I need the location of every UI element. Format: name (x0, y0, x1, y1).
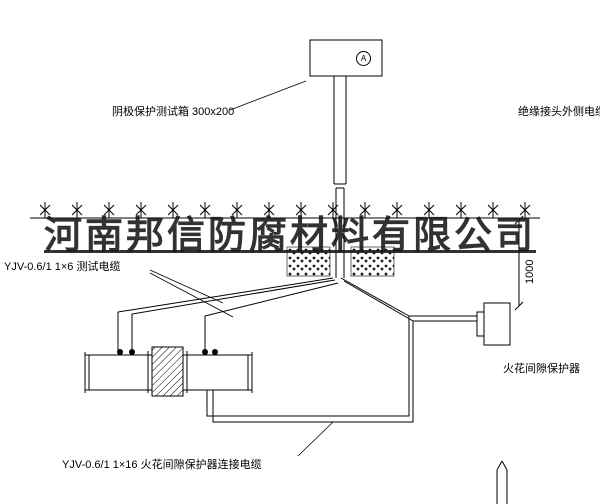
leader-lines (149, 80, 334, 457)
meter-symbol: A (356, 51, 371, 66)
spark-gap-protector-label: 火花间隙保护器 (503, 363, 580, 375)
conduit-riser (333, 76, 347, 278)
test-box (309, 39, 383, 77)
test-cable-label: YJV-0.6/1 1×6 测试电缆 (4, 261, 121, 273)
cable-connection-dots (117, 349, 218, 355)
test-cables (117, 277, 339, 350)
concrete-foundations (286, 246, 395, 277)
spark-gap-cable-label: YJV-0.6/1 1×16 火花间隙保护器连接电缆 (62, 459, 262, 471)
company-watermark: 河南邦信防腐材料有限公司 (43, 215, 536, 257)
dimension-value: 1000 (524, 259, 536, 284)
cable-riser-symbol (496, 460, 508, 504)
dimension-line (514, 215, 524, 311)
ground-line (30, 201, 540, 219)
test-box-label: 阴极保护测试箱 300x200 (112, 106, 235, 118)
insulating-joint-cable-label: 绝缘接头外侧电缆 (518, 106, 600, 118)
pipe (84, 346, 253, 397)
spark-gap-cables (206, 277, 484, 423)
spark-gap-protector-box (476, 302, 511, 346)
